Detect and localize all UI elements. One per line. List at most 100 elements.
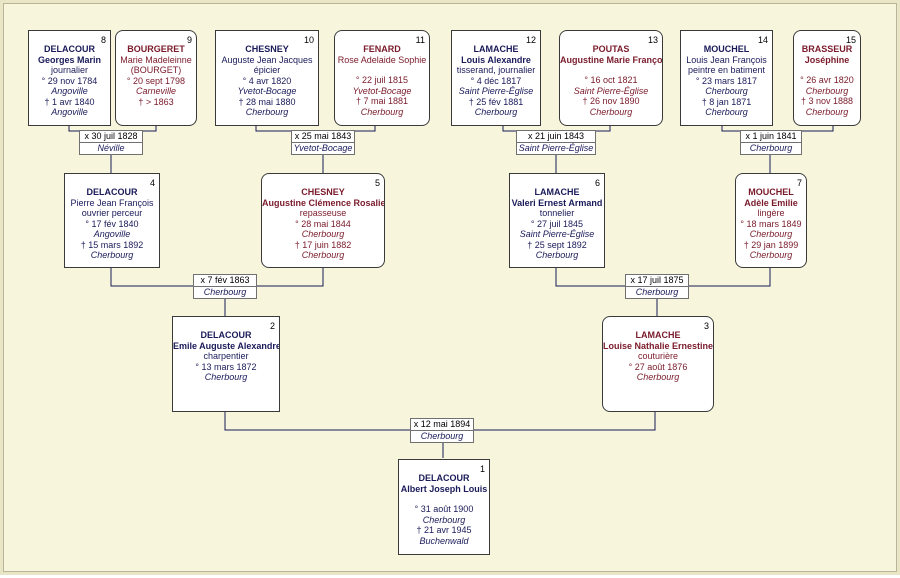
given-name: Joséphine xyxy=(804,54,850,65)
surname: DELACOUR xyxy=(200,330,252,340)
marriage-place: Cherbourg xyxy=(420,431,464,441)
given-name: Louis Alexandre xyxy=(461,54,531,65)
person-card-4[interactable]: 4 DELACOUR Pierre Jean François ouvrier … xyxy=(64,173,160,268)
birth-place: Saint Pierre-Église xyxy=(458,86,534,96)
birth-place: Cherbourg xyxy=(636,372,680,382)
surname: MOUCHEL xyxy=(748,187,794,197)
birth-place: Yvetot-Bocage xyxy=(352,85,412,96)
marriage-box-12-13[interactable]: x 21 juin 1843 Saint Pierre-Église xyxy=(516,130,596,155)
birth-date: ° 17 fév 1840 xyxy=(85,218,139,229)
marriage-box-2-3[interactable]: x 12 mai 1894 Cherbourg xyxy=(410,418,474,443)
death-place: Cherbourg xyxy=(245,107,289,117)
death-place: Cherbourg xyxy=(474,107,518,117)
given-name: Louise Nathalie Ernestine xyxy=(603,340,714,351)
birth-date: ° 28 mai 1844 xyxy=(295,218,351,229)
occupation: peintre en batiment xyxy=(687,65,766,75)
given-name: Albert Joseph Louis xyxy=(400,483,488,494)
surname: DELACOUR xyxy=(418,473,470,483)
person-card-12[interactable]: 12 LAMACHE Louis Alexandre tisserand, jo… xyxy=(451,30,541,126)
surname: BRASSEUR xyxy=(801,44,853,54)
surname: CHESNEY xyxy=(301,187,345,197)
surname: CHESNEY xyxy=(245,44,289,54)
death-place: Buchenwald xyxy=(419,535,469,546)
birth-date: ° 27 juil 1845 xyxy=(530,218,584,229)
occupation: épicier xyxy=(253,65,281,75)
given-name: Valeri Ernest Armand xyxy=(511,197,603,208)
death-date: † 7 mai 1881 xyxy=(355,96,409,106)
birth-place: Cherbourg xyxy=(749,229,793,239)
person-card-10[interactable]: 10 CHESNEY Auguste Jean Jacques épicier … xyxy=(215,30,319,126)
given-name: Augustine Clémence Rosalie xyxy=(262,197,385,208)
marriage-box-10-11[interactable]: x 25 mai 1843 Yvetot-Bocage xyxy=(291,130,355,155)
surname: BOURGERET xyxy=(127,44,185,54)
birth-place: Angoville xyxy=(51,86,88,96)
death-date: † 15 mars 1892 xyxy=(80,239,144,250)
death-date: † 1 avr 1840 xyxy=(44,96,95,107)
occupation: ouvrier perceur xyxy=(81,208,143,218)
birth-date: ° 18 mars 1849 xyxy=(740,218,802,229)
marriage-place: Saint Pierre-Église xyxy=(518,143,594,153)
occupation: charpentier xyxy=(203,351,249,361)
surname: MOUCHEL xyxy=(703,44,750,54)
birth-date: ° 27 août 1876 xyxy=(628,361,688,372)
given-name: Adèle Emilie xyxy=(744,197,798,208)
person-card-11[interactable]: 11 FENARD Rose Adelaide Sophie ° 22 juil… xyxy=(334,30,430,126)
birth-date: ° 26 avr 1820 xyxy=(800,75,854,85)
given-name: Louis Jean François xyxy=(686,54,767,65)
given-name: Marie Madeleinne xyxy=(120,54,192,65)
surname: LAMACHE xyxy=(635,330,681,340)
surname: POUTAS xyxy=(592,44,630,54)
death-place: Cherbourg xyxy=(535,250,579,260)
occupation: tisserand, journalier xyxy=(456,65,536,75)
death-date: † 25 fév 1881 xyxy=(468,96,524,107)
given-name: Rose Adelaide Sophie xyxy=(337,54,427,65)
marriage-box-6-7[interactable]: x 17 juil 1875 Cherbourg xyxy=(625,274,689,299)
person-card-8[interactable]: 8 DELACOUR Georges Marin journalier ° 29… xyxy=(28,30,111,126)
occupation: tonnelier xyxy=(539,208,575,218)
surname: FENARD xyxy=(363,44,401,54)
surname: DELACOUR xyxy=(86,187,138,197)
death-date: † 25 sept 1892 xyxy=(527,239,587,250)
person-card-6[interactable]: 6 LAMACHE Valeri Ernest Armand tonnelier… xyxy=(509,173,605,268)
marriage-place: Cherbourg xyxy=(203,287,247,297)
person-card-15[interactable]: 15 BRASSEUR Joséphine ° 26 avr 1820 Cher… xyxy=(793,30,861,126)
death-date: † 29 jan 1899 xyxy=(743,239,799,250)
marriage-box-4-5[interactable]: x 7 fév 1863 Cherbourg xyxy=(193,274,257,299)
death-date: † > 1863 xyxy=(138,96,174,107)
person-card-5[interactable]: 5 CHESNEY Augustine Clémence Rosalie rep… xyxy=(261,173,385,268)
birth-date: ° 29 nov 1784 xyxy=(41,75,98,86)
birth-date: ° 20 sept 1798 xyxy=(126,75,186,86)
death-date: † 26 nov 1890 xyxy=(582,96,640,106)
birth-date: ° 31 août 1900 xyxy=(414,504,474,514)
marriage-date: x 25 mai 1843 xyxy=(292,131,354,143)
given-name: Augustine Marie Françoise xyxy=(560,54,663,65)
birth-place: Saint Pierre-Église xyxy=(519,229,595,239)
person-card-1[interactable]: 1 DELACOUR Albert Joseph Louis ° 31 août… xyxy=(398,459,490,555)
person-card-2[interactable]: 2 DELACOUR Emile Auguste Alexandre charp… xyxy=(172,316,280,412)
death-place: Angoville xyxy=(51,107,88,117)
marriage-date: x 1 juin 1841 xyxy=(741,131,801,143)
birth-date: ° 4 avr 1820 xyxy=(242,75,292,86)
person-card-9[interactable]: 9 BOURGERET Marie Madeleinne (BOURGET) °… xyxy=(115,30,197,126)
person-card-13[interactable]: 13 POUTAS Augustine Marie Françoise ° 16… xyxy=(559,30,663,126)
birth-place: Angoville xyxy=(93,229,131,239)
occupation: repasseuse xyxy=(299,208,347,218)
person-card-14[interactable]: 14 MOUCHEL Louis Jean François peintre e… xyxy=(680,30,773,126)
birth-date: ° 13 mars 1872 xyxy=(195,361,257,372)
marriage-box-8-9[interactable]: x 30 juil 1828 Néville xyxy=(79,130,143,155)
death-date: † 3 nov 1888 xyxy=(800,96,854,106)
occupation: lingère xyxy=(757,208,785,218)
person-card-3[interactable]: 3 LAMACHE Louise Nathalie Ernestine cout… xyxy=(602,316,714,412)
death-date: † 28 mai 1880 xyxy=(238,96,296,107)
death-place: Cherbourg xyxy=(90,250,134,260)
death-place: Cherbourg xyxy=(589,106,633,117)
person-card-7[interactable]: 7 MOUCHEL Adèle Emilie lingère ° 18 mars… xyxy=(735,173,807,268)
marriage-date: x 21 juin 1843 xyxy=(517,131,595,143)
marriage-place: Cherbourg xyxy=(749,143,793,153)
birth-place: Cherbourg xyxy=(705,86,748,96)
given-name: Georges Marin xyxy=(37,54,102,65)
birth-place: Carneville xyxy=(135,86,177,96)
occupation: couturière xyxy=(637,351,679,361)
occupation: journalier xyxy=(50,65,89,75)
marriage-box-14-15[interactable]: x 1 juin 1841 Cherbourg xyxy=(740,130,802,155)
